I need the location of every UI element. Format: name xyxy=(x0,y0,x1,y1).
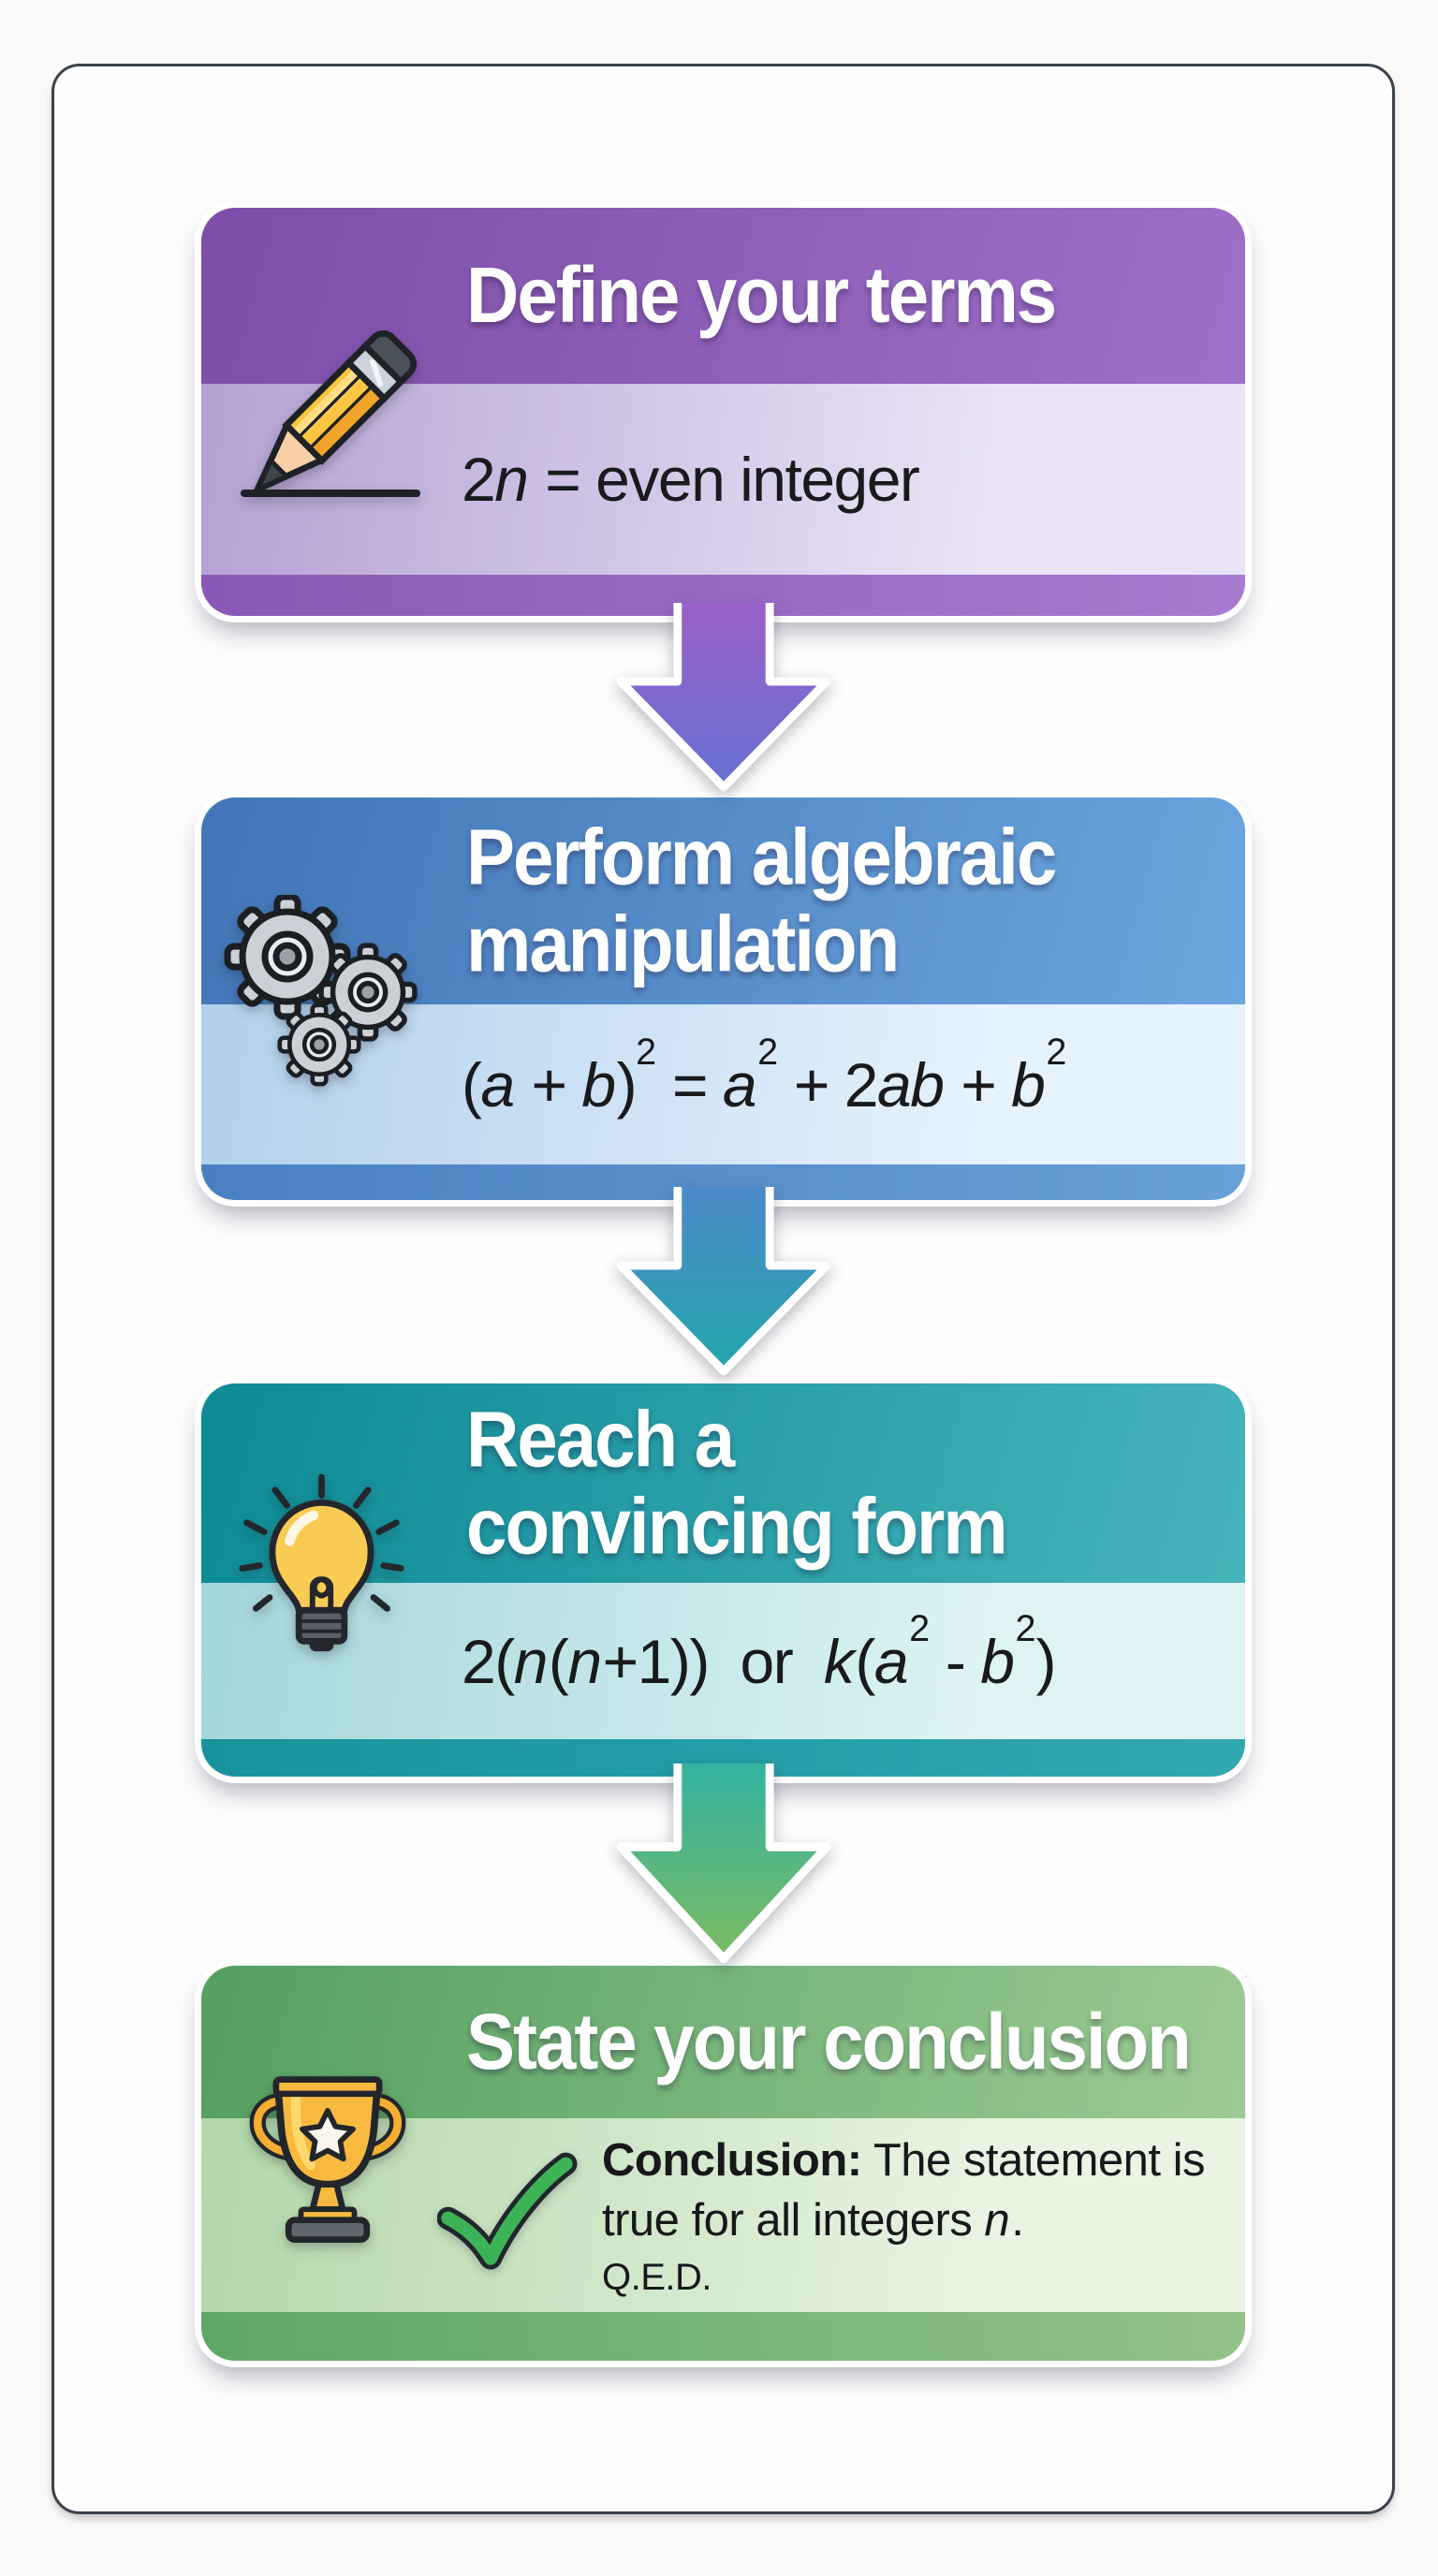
arrow-slot-1 xyxy=(54,603,1392,798)
step4-accent-strip xyxy=(201,2312,1245,2361)
step4-title: State your conclusion xyxy=(466,1997,1192,2086)
step1-formula: 2n = even integer xyxy=(462,445,920,514)
pencil-icon xyxy=(233,303,425,521)
checkmark-icon xyxy=(436,2149,578,2281)
step3-header-band: Reach a convincing form xyxy=(201,1383,1245,1583)
down-arrow-2 xyxy=(615,1187,831,1376)
step1-title: Define your terms xyxy=(466,250,1057,340)
step2-header-band: Perform algebraic manipulation xyxy=(201,798,1245,1004)
step3-content-band: 2(n(n+1)) or k(a2 - b2) xyxy=(201,1583,1245,1739)
down-arrow-3 xyxy=(615,1764,831,1964)
step4-text-block: Conclusion: The statement is true for al… xyxy=(602,2131,1220,2298)
lightbulb-icon xyxy=(235,1471,408,1668)
step-card-algebraic-manipulation: Perform algebraic manipulation (a + b)2 … xyxy=(201,798,1245,1200)
step1-content-band: 2n = even integer xyxy=(201,384,1245,575)
step3-title: Reach a convincing form xyxy=(466,1394,1008,1571)
step2-content-band: (a + b)2 = a2 + 2ab + b2 xyxy=(201,1004,1245,1164)
down-arrow-1 xyxy=(615,603,831,792)
outer-frame: Define your terms 2n = even integer xyxy=(51,64,1395,2514)
conclusion-text: Conclusion: The statement is true for al… xyxy=(602,2135,1206,2246)
trophy-icon xyxy=(239,2059,417,2251)
step-card-define-terms: Define your terms 2n = even integer xyxy=(201,208,1245,616)
step4-header-band: State your conclusion xyxy=(201,1966,1245,2118)
arrow-slot-2 xyxy=(54,1187,1392,1383)
qed-text: Q.E.D. xyxy=(602,2256,712,2298)
step-card-state-conclusion: State your conclusion Conclusion: The st… xyxy=(201,1966,1245,2361)
step2-title: Perform algebraic manipulation xyxy=(466,812,1057,988)
arrow-slot-3 xyxy=(54,1764,1392,1966)
step2-formula: (a + b)2 = a2 + 2ab + b2 xyxy=(462,1031,1067,1120)
gears-icon xyxy=(224,895,420,1091)
step-card-convincing-form: Reach a convincing form 2(n(n+1)) or k(a… xyxy=(201,1383,1245,1777)
step3-formula: 2(n(n+1)) or k(a2 - b2) xyxy=(462,1607,1056,1696)
